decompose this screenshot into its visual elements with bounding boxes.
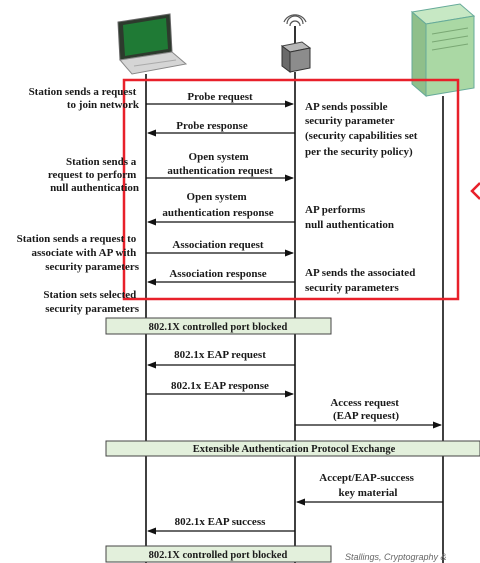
diagram-text: key material xyxy=(339,487,398,499)
assoc-request-label: Association request xyxy=(172,239,263,251)
station-note-null-auth: Station sends a request to perform null … xyxy=(48,156,139,194)
diagram-text: 802.1x EAP request xyxy=(174,349,266,361)
probe-response-label: Probe response xyxy=(176,120,248,132)
open-auth-response-label: Open system authentication response xyxy=(162,191,273,219)
diagram-text: null authentication xyxy=(50,182,139,194)
diagram-text: Open system xyxy=(187,191,247,203)
eap-response-label: 802.1x EAP response xyxy=(171,380,269,392)
accept-label: Accept/EAP-success key material xyxy=(319,472,416,499)
highlight-box xyxy=(122,78,460,301)
diagram-text: null authentication xyxy=(305,219,394,231)
diagram-text: (security capabilities set xyxy=(305,130,418,142)
diagram-text: security parameters xyxy=(45,303,139,315)
station-note-associate: Station sends a request to associate wit… xyxy=(17,233,140,273)
port-blocked-label-2: 802.1X controlled port blocked xyxy=(149,550,288,561)
diagram-text: 802.1x EAP success xyxy=(175,516,266,528)
port-blocked-bar-1 xyxy=(105,317,332,335)
diagram-text: security parameter xyxy=(305,115,395,127)
eap-exchange-label: Extensible Authentication Protocol Excha… xyxy=(193,444,396,455)
diagram-text: Access request xyxy=(330,397,399,409)
diagram-text: security parameters xyxy=(45,261,139,273)
station-note-join: Station sends a request to join network xyxy=(29,86,140,111)
diagram-text: Probe request xyxy=(187,91,253,103)
diagram-text: Station sends a request to xyxy=(17,233,137,245)
diagram-text: to join network xyxy=(67,99,140,111)
eap-request-label: 802.1x EAP request xyxy=(174,349,266,361)
ap-note-security-params: AP sends possible security parameter (se… xyxy=(305,101,420,158)
eap-exchange-bar xyxy=(105,440,480,457)
ap-note-associated-params: AP sends the associated security paramet… xyxy=(305,267,418,294)
laptop-icon xyxy=(117,13,188,75)
probe-request-label: Probe request xyxy=(187,91,253,103)
diagram-text: Station sends a xyxy=(66,156,137,168)
server-icon xyxy=(410,3,476,98)
port-blocked-label-1: 802.1X controlled port blocked xyxy=(149,322,288,333)
diagram-text: authentication response xyxy=(162,207,273,219)
diagram-text: Station sets selected xyxy=(43,289,136,301)
diagram-text: Open system xyxy=(189,151,249,163)
eap-success-label: 802.1x EAP success xyxy=(175,516,266,528)
diagram-text: per the security policy) xyxy=(305,146,413,158)
diagram-text: (EAP request) xyxy=(333,410,399,422)
diagram-text: Accept/EAP-success xyxy=(319,472,414,484)
access-point-icon xyxy=(280,14,312,73)
diagram-text: Association response xyxy=(169,268,266,280)
diagram-text: Association request xyxy=(172,239,263,251)
diagram-text: security parameters xyxy=(305,282,399,294)
assoc-response-label: Association response xyxy=(169,268,266,280)
diagram-text: AP sends possible xyxy=(305,101,388,113)
diagram-text: AP performs xyxy=(305,204,366,216)
station-note-set-params: Station sets selected security parameter… xyxy=(43,289,139,315)
open-auth-request-label: Open system authentication request xyxy=(167,151,273,177)
diagram-text: Station sends a request xyxy=(29,86,137,98)
diagram-text: AP sends the associated xyxy=(305,267,415,279)
diagram-text: authentication request xyxy=(167,165,273,177)
diagram-text: 802.1x EAP response xyxy=(171,380,269,392)
port-blocked-bar-2 xyxy=(105,545,332,563)
source-caption: Stallings, Cryptography & xyxy=(345,552,447,562)
arrow-left-icon xyxy=(470,182,480,200)
access-request-label: Access request (EAP request) xyxy=(330,397,401,422)
diagram-text: Probe response xyxy=(176,120,248,132)
diagram-text: request to perform xyxy=(48,169,136,181)
diagram-text: associate with AP with xyxy=(31,247,136,259)
ap-note-null-auth: AP performs null authentication xyxy=(305,204,394,231)
